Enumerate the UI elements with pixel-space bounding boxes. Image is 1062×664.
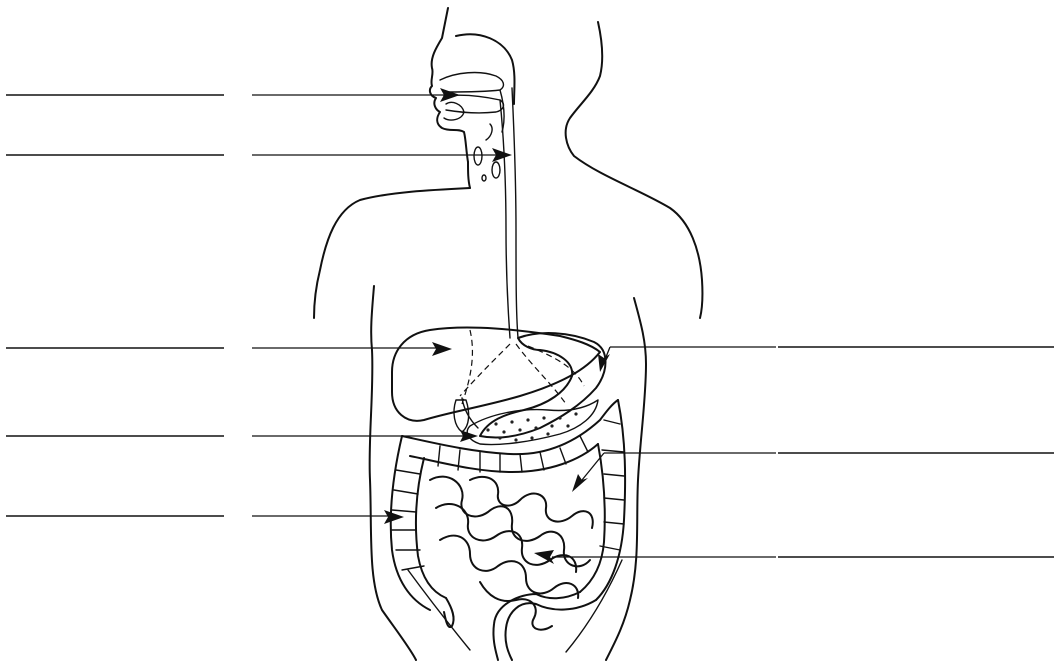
liver — [392, 328, 600, 421]
epiglottis — [486, 124, 492, 140]
back-of-head — [456, 34, 515, 104]
liver-lobe-line — [462, 330, 472, 404]
gland-dot — [482, 175, 486, 181]
esophagus — [474, 88, 518, 338]
arrow-head — [432, 342, 452, 356]
small-intestine-loops-1 — [430, 477, 590, 567]
esophagus-left-wall — [500, 100, 510, 338]
back-contour — [566, 22, 703, 318]
ascending-colon-outer — [391, 436, 430, 610]
nasal-cavity — [440, 73, 503, 92]
small-intestine-loops-3 — [440, 536, 578, 598]
stomach-outline — [480, 333, 606, 438]
salivary-gland — [474, 147, 482, 165]
palate — [444, 95, 503, 113]
arrow-head — [384, 510, 404, 524]
small-intestine-loops-4 — [470, 477, 593, 528]
left-label-blanks — [6, 95, 224, 516]
gallbladder — [454, 400, 469, 432]
pelvis — [408, 560, 622, 652]
right-label-blanks — [778, 347, 1054, 557]
small-intestine — [430, 477, 593, 630]
arrow-head — [572, 474, 588, 492]
stomach-diag-1 — [460, 344, 510, 396]
left-shoulder-arm — [314, 188, 470, 318]
esophagus-right-wall — [512, 88, 518, 338]
large-intestine — [391, 400, 625, 660]
left-torso-side — [370, 286, 416, 660]
left-leader-arrows — [252, 88, 512, 524]
liver-outline — [392, 328, 600, 421]
pelvis-left — [408, 570, 470, 650]
stomach-inner-curve — [528, 346, 584, 386]
thyroid-shape — [492, 162, 500, 178]
neck-front — [468, 162, 470, 188]
head-profile — [430, 8, 468, 162]
arrow-head — [534, 550, 554, 564]
colon-haustra — [392, 420, 624, 570]
right-torso-side — [606, 298, 646, 660]
